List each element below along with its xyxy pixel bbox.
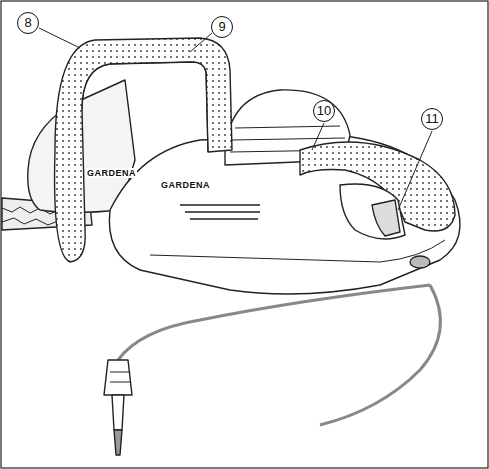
switch-trigger [372,200,400,236]
leader-lines [39,28,432,210]
lock-button [410,256,430,268]
brand-logo: GARDENA [86,168,137,178]
extension-cord [118,285,430,360]
handle-opening [340,184,405,239]
callout-number: 10 [313,100,335,122]
callout-number: 9 [211,16,233,38]
plug [104,360,132,395]
callout-number: 8 [17,12,39,34]
front-handle [55,38,232,262]
brand-logo: GARDENA [160,180,211,190]
callout-number: 11 [421,108,443,130]
power-cord [320,285,440,425]
